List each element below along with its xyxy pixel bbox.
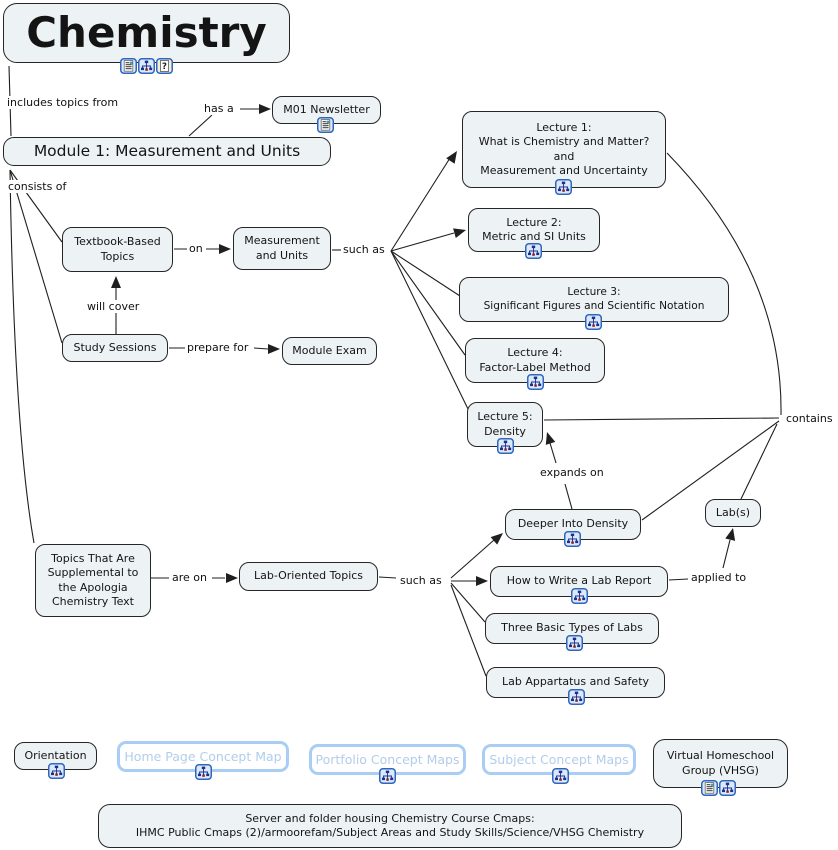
linking-phrase-are-on: are on	[171, 571, 208, 585]
linking-phrase-applied-to: applied to	[690, 571, 748, 585]
linking-phrase-such-as-labs: such as	[399, 574, 443, 588]
cmap-icon[interactable]	[195, 764, 212, 780]
concept-module-exam[interactable]: Module Exam	[282, 337, 377, 365]
cmap-icon[interactable]	[719, 780, 736, 796]
connector-consists-study	[9, 169, 63, 344]
labapp-resource-icons	[568, 689, 585, 705]
linking-phrase-will-cover: will cover	[86, 300, 141, 314]
concept-lecture-4[interactable]: Lecture 4: Factor-Label Method	[465, 338, 605, 383]
document-icon[interactable]	[317, 117, 334, 133]
lecture4-resource-icons	[527, 374, 544, 390]
connector-consists-topics	[9, 169, 35, 544]
threebasic-resource-icons	[566, 635, 583, 651]
linking-phrase-prepare-for: prepare for	[186, 341, 250, 355]
linking-phrase-such-as-lectures: such as	[342, 243, 386, 257]
connector-suchas2-stub	[378, 576, 397, 579]
cmap-icon[interactable]	[379, 768, 396, 784]
connector-suchas2-deeper	[450, 539, 495, 579]
cmap-icon[interactable]	[564, 531, 581, 547]
connector-suchas1-lecture1	[390, 157, 451, 252]
linking-phrase-includes-topics-from: includes topics from	[6, 96, 120, 110]
arrowhead-howto	[476, 576, 488, 586]
subject-resource-icons	[552, 768, 569, 784]
concept-chemistry[interactable]: Chemistry	[3, 3, 290, 63]
linking-phrase-consists-of: consists of	[7, 180, 68, 194]
arrowhead-m01	[259, 104, 271, 114]
lecture3-resource-icons	[585, 314, 602, 330]
document-icon[interactable]	[701, 780, 718, 796]
concept-server-note[interactable]: Server and folder housing Chemistry Cour…	[98, 804, 682, 848]
lecture2-resource-icons	[525, 243, 542, 259]
cmap-icon[interactable]	[138, 58, 155, 74]
linking-phrase-on: on	[188, 242, 204, 256]
concept-module1[interactable]: Module 1: Measurement and Units	[3, 137, 331, 166]
cmap-icon[interactable]	[552, 768, 569, 784]
howto-resource-icons	[571, 588, 588, 604]
arrowhead-expandson	[545, 432, 556, 445]
cmap-icon[interactable]	[555, 179, 572, 195]
connector-contains-deeper	[641, 420, 780, 521]
deeper-resource-icons	[564, 531, 581, 547]
concept-three-basic-types-of-labs[interactable]: Three Basic Types of Labs	[485, 613, 659, 644]
connector-contains-lecture1	[666, 152, 782, 416]
cmap-icon[interactable]	[48, 763, 65, 779]
connector-preparefor	[169, 347, 269, 350]
document-icon[interactable]	[120, 58, 137, 74]
connector-suchas1-lecture3	[390, 250, 461, 297]
connector-suchas1-lecture4	[390, 250, 466, 356]
concept-supplemental-topics[interactable]: Topics That Are Supplemental to the Apol…	[35, 544, 151, 617]
chemistry-resource-icons: ?	[120, 58, 173, 74]
orientation-resource-icons	[48, 763, 65, 779]
connector-contains-lecture5	[543, 417, 780, 421]
connector-contains-labs	[740, 423, 778, 500]
concept-lecture-1[interactable]: Lecture 1: What is Chemistry and Matter?…	[462, 111, 666, 188]
cmap-icon[interactable]	[525, 243, 542, 259]
arrowhead-deeper	[490, 533, 503, 545]
cmap-icon[interactable]	[585, 314, 602, 330]
connector-suchas2-labapp	[450, 584, 487, 677]
connector-module1-hasa	[188, 114, 213, 137]
arrowhead-lecture1	[446, 151, 457, 164]
arrowhead-exam	[268, 344, 280, 354]
connector-expandson	[549, 442, 573, 510]
lecture5-resource-icons	[497, 438, 514, 454]
cmap-icon[interactable]	[566, 635, 583, 651]
arrowhead-laboriented	[226, 573, 238, 583]
linking-phrase-contains: contains	[785, 412, 834, 426]
concept-lecture-5[interactable]: Lecture 5: Density	[467, 402, 543, 447]
vhsg-resource-icons	[701, 780, 736, 796]
linking-phrase-expands-on: expands on	[539, 466, 605, 480]
connector-suchas1-lecture2	[390, 232, 455, 252]
homepage-resource-icons	[195, 764, 212, 780]
connector-appliedto	[668, 539, 731, 581]
arrowhead-on	[219, 244, 231, 254]
concept-labs[interactable]: Lab(s)	[705, 499, 761, 527]
cmap-icon[interactable]	[571, 588, 588, 604]
connector-suchas1-lecture5	[390, 250, 469, 410]
cmap-icon[interactable]	[568, 689, 585, 705]
portfolio-resource-icons	[379, 768, 396, 784]
concept-study-sessions[interactable]: Study Sessions	[62, 334, 168, 362]
concept-home-page-concept-map[interactable]: Home Page Concept Map	[117, 741, 289, 772]
question-icon[interactable]: ?	[156, 58, 173, 74]
concept-textbook-based-topics[interactable]: Textbook-Based Topics	[62, 227, 173, 272]
arrowhead-willcover	[111, 276, 121, 288]
cmap-icon[interactable]	[497, 438, 514, 454]
cmap-icon[interactable]	[527, 374, 544, 390]
concept-lab-oriented-topics[interactable]: Lab-Oriented Topics	[239, 562, 378, 591]
svg-text:?: ?	[162, 62, 167, 72]
lecture1-resource-icons	[555, 179, 572, 195]
m01-resource-icons	[317, 117, 334, 133]
connector-suchas2-threebasic	[450, 582, 486, 623]
arrowhead-labs	[725, 528, 736, 541]
arrowhead-lecture2	[453, 228, 466, 238]
concept-measurement-and-units[interactable]: Measurement and Units	[233, 227, 331, 270]
linking-phrase-has-a: has a	[203, 102, 235, 116]
